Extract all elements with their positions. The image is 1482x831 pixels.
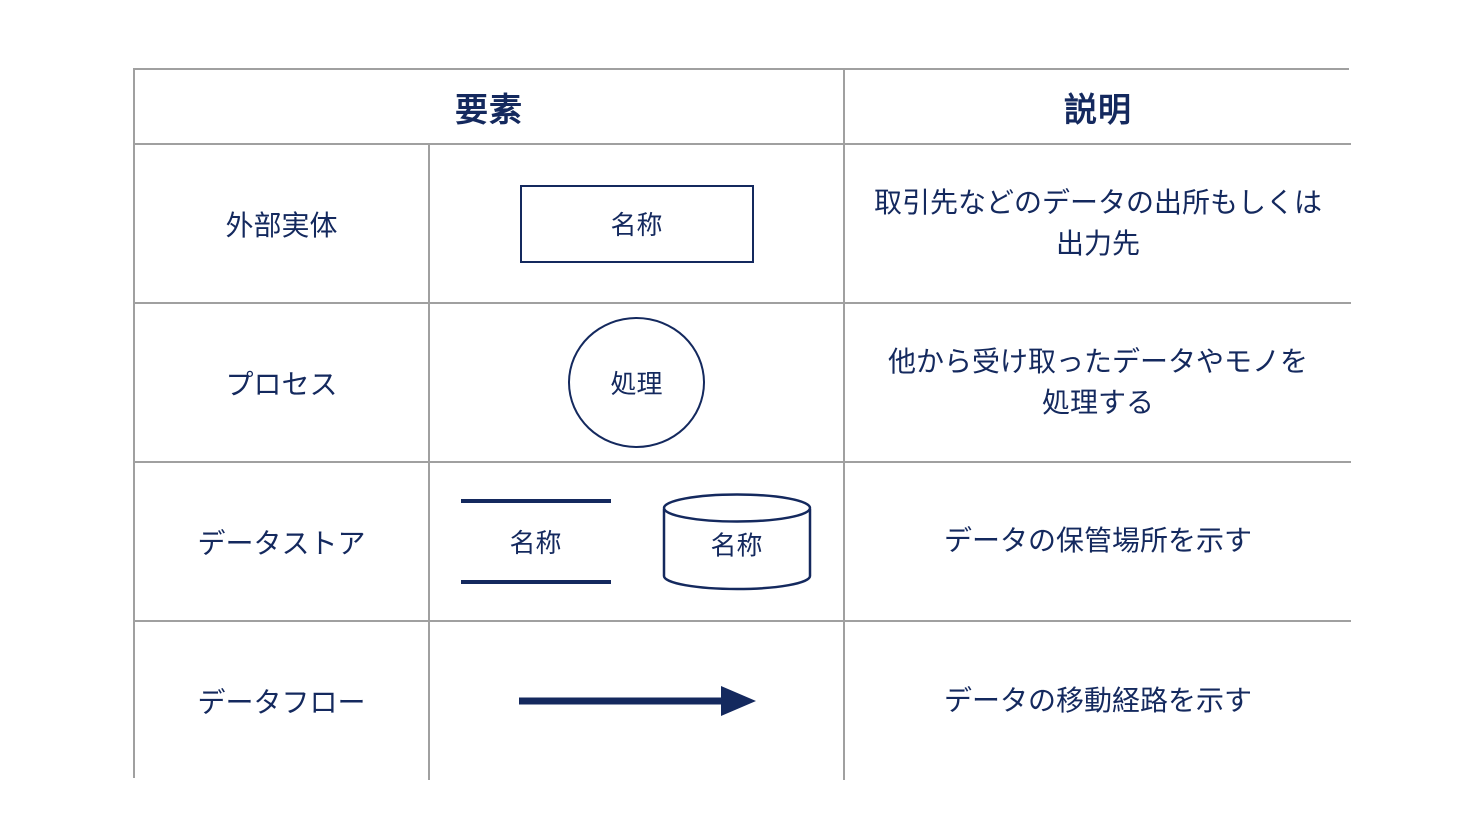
- row-label-dataflow: データフロー: [135, 622, 430, 780]
- row-label-datastore: データストア: [135, 463, 430, 622]
- datastore-lines-shape-label: 名称: [509, 528, 562, 558]
- process-shape-label: 処理: [610, 369, 663, 399]
- shape-cell-datastore: 名称 名称: [430, 463, 845, 622]
- column-header-description: 説明: [845, 70, 1351, 145]
- datastore-cylinder-shape: 名称: [661, 492, 813, 592]
- description-datastore: データの保管場所を示す: [845, 463, 1351, 622]
- description-process: 他から受け取ったデータやモノを 処理する: [845, 304, 1351, 463]
- datastore-parallel-lines-shape: 名称: [460, 499, 611, 584]
- column-header-element: 要素: [135, 70, 845, 145]
- description-external-entity: 取引先などのデータの出所もしくは 出力先: [845, 145, 1351, 304]
- dfd-legend-table: 要素 説明 外部実体 名称 取引先などのデータの出所もしくは 出力先 プロセス …: [133, 68, 1351, 780]
- process-circle-shape: 処理: [568, 317, 705, 448]
- dataflow-arrow-icon: [517, 681, 757, 721]
- external-entity-rectangle-shape: 名称: [519, 184, 754, 263]
- shape-cell-dataflow: [430, 622, 845, 780]
- row-label-process: プロセス: [135, 304, 430, 463]
- cylinder-icon: [662, 492, 811, 590]
- shape-cell-external-entity: 名称: [430, 145, 845, 304]
- datastore-cylinder-shape-label: 名称: [710, 530, 763, 560]
- row-label-external-entity: 外部実体: [135, 145, 430, 304]
- shape-cell-process: 処理: [430, 304, 845, 463]
- description-dataflow: データの移動経路を示す: [845, 622, 1351, 780]
- external-entity-shape-label: 名称: [610, 210, 663, 240]
